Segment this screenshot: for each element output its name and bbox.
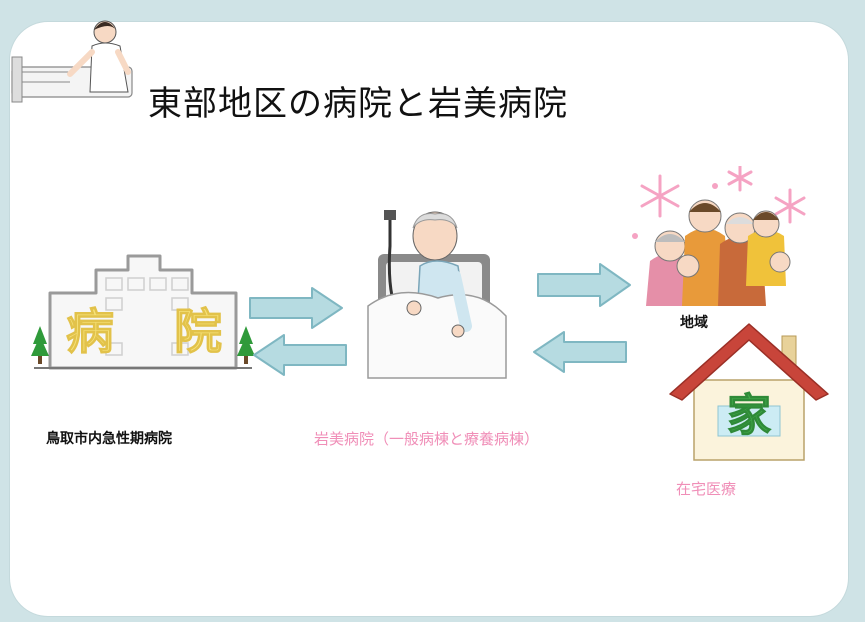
iwami-hospital-label: 岩美病院（一般病棟と療養病棟） (314, 430, 540, 448)
home-care-label: 在宅医療 (676, 480, 737, 498)
patient-illustration (367, 210, 507, 379)
hospital-sign-char2: 院 (174, 304, 222, 360)
arrow-from-home (533, 331, 627, 373)
nurse-bed-illustration (11, 20, 133, 103)
arrow-to-region (537, 263, 631, 307)
acute-hospital-label: 鳥取市内急性期病院 (46, 431, 172, 447)
home-illustration: 家 (669, 323, 829, 461)
region-label: 地域 (680, 315, 708, 331)
hospital-sign-char1: 病 (66, 304, 114, 360)
arrow-to-acute (253, 334, 347, 376)
family-region-illustration (632, 166, 806, 306)
acute-hospital-illustration: 病 院 (31, 254, 255, 370)
house-sign-char: 家 (727, 390, 771, 441)
arrow-to-iwami (249, 287, 343, 329)
page-title: 東部地区の病院と岩美病院 (148, 84, 568, 124)
